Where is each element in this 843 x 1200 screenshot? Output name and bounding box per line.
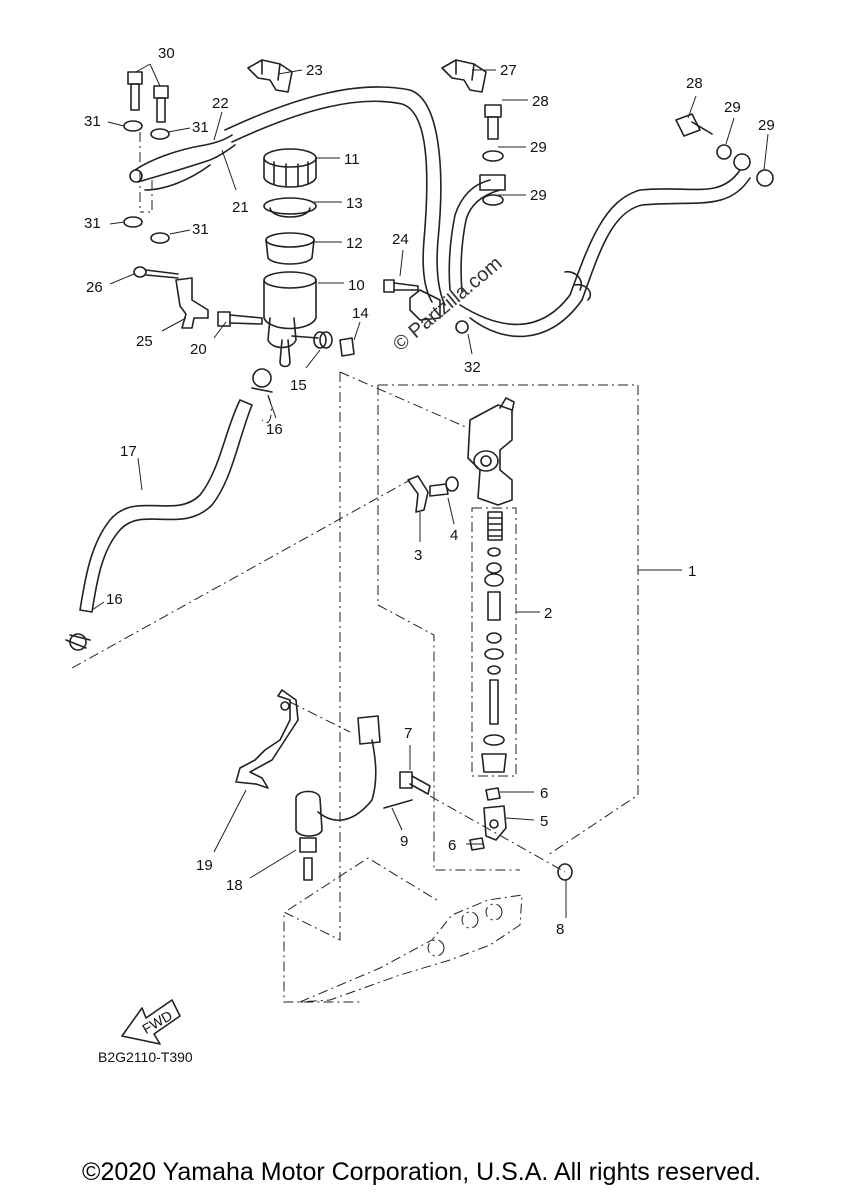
callout-29a: 29 <box>530 139 547 156</box>
callout-6b: 6 <box>448 837 456 854</box>
washers-29-top <box>479 150 506 206</box>
callout-29d: 29 <box>758 117 775 134</box>
nuts-6 <box>469 787 501 851</box>
callout-25: 25 <box>136 333 153 350</box>
callout-29c: 29 <box>724 99 741 116</box>
bolt-20 <box>217 311 263 327</box>
callout-24: 24 <box>392 231 409 248</box>
callout-31d: 31 <box>192 221 209 238</box>
callout-28a: 28 <box>686 75 703 92</box>
callout-11: 11 <box>344 151 360 168</box>
callout-3: 3 <box>414 547 422 564</box>
master-cylinder-body <box>467 397 515 506</box>
copper-washers-31 <box>123 120 170 244</box>
clevis-5 <box>483 805 507 841</box>
callout-27: 27 <box>500 62 517 79</box>
callout-labels: 1 2 3 4 5 6 6 7 8 9 10 11 12 13 14 15 16… <box>84 45 775 938</box>
leader-lines <box>91 63 769 918</box>
reservoir-tank-10 <box>263 271 319 368</box>
callout-12: 12 <box>346 235 363 252</box>
frame-bracket-reference <box>299 894 523 1003</box>
diaphragm-plate-13 <box>263 197 317 218</box>
callout-31a: 31 <box>84 113 101 130</box>
grommet-15 <box>313 331 333 349</box>
callout-22: 22 <box>212 95 229 112</box>
hose-clamp-27 <box>441 59 487 93</box>
diaphragm-12 <box>265 232 315 265</box>
callout-21: 21 <box>232 199 249 216</box>
union-bolts-30 <box>127 71 169 123</box>
callout-6a: 6 <box>540 785 548 802</box>
reservoir-cap-11 <box>263 148 317 188</box>
hose-nipple-3 <box>407 475 429 513</box>
bolt-24 <box>383 279 441 321</box>
callout-2: 2 <box>544 605 552 622</box>
cotter-pin-9 <box>383 799 413 809</box>
callout-10: 10 <box>348 277 365 294</box>
brake-light-switch-18 <box>295 715 381 881</box>
bolt-28-right <box>675 113 713 137</box>
callout-8: 8 <box>556 921 564 938</box>
fwd-arrow-icon: FWD <box>121 999 181 1045</box>
callout-19: 19 <box>196 857 213 874</box>
callout-26: 26 <box>86 279 103 296</box>
callout-31c: 31 <box>84 215 101 232</box>
callout-4: 4 <box>450 527 458 544</box>
reference-lines <box>71 371 639 1003</box>
callout-14: 14 <box>352 305 369 322</box>
bolt-28-top <box>484 104 502 140</box>
o-ring-4 <box>429 476 459 497</box>
nut-32 <box>455 320 469 334</box>
hose-clamp-23 <box>247 59 293 93</box>
callout-7: 7 <box>404 725 412 742</box>
copyright-notice: ©2020 Yamaha Motor Corporation, U.S.A. A… <box>82 1158 761 1186</box>
callout-28b: 28 <box>532 93 549 110</box>
callout-13: 13 <box>346 195 363 212</box>
callout-30: 30 <box>158 45 175 62</box>
callout-23: 23 <box>306 62 323 79</box>
callout-15: 15 <box>290 377 307 394</box>
callout-20: 20 <box>190 341 207 358</box>
hose-joint-14 <box>339 337 355 357</box>
callout-9: 9 <box>400 833 408 850</box>
callout-31b: 31 <box>192 119 209 136</box>
brake-hose-fittings <box>129 132 236 213</box>
callout-1: 1 <box>688 563 696 580</box>
callout-16b: 16 <box>106 591 123 608</box>
bolt-26 <box>133 266 179 279</box>
bracket-25 <box>175 277 209 329</box>
callout-29b: 29 <box>530 187 547 204</box>
callout-32: 32 <box>464 359 481 376</box>
washers-29-right <box>716 144 774 187</box>
watermark: © Partzilla.com <box>389 252 506 355</box>
diagram-code: B2G2110-T390 <box>98 1049 193 1065</box>
callout-17: 17 <box>120 443 137 460</box>
piston-kit-2 <box>471 507 517 777</box>
washer-8 <box>557 863 573 881</box>
callout-5: 5 <box>540 813 548 830</box>
pin-7 <box>399 771 431 795</box>
callout-16a: 16 <box>266 421 283 438</box>
reservoir-hose-upper <box>224 86 446 306</box>
reservoir-hose-17 <box>65 368 273 651</box>
callout-18: 18 <box>226 877 243 894</box>
switch-bracket-19 <box>235 689 299 789</box>
